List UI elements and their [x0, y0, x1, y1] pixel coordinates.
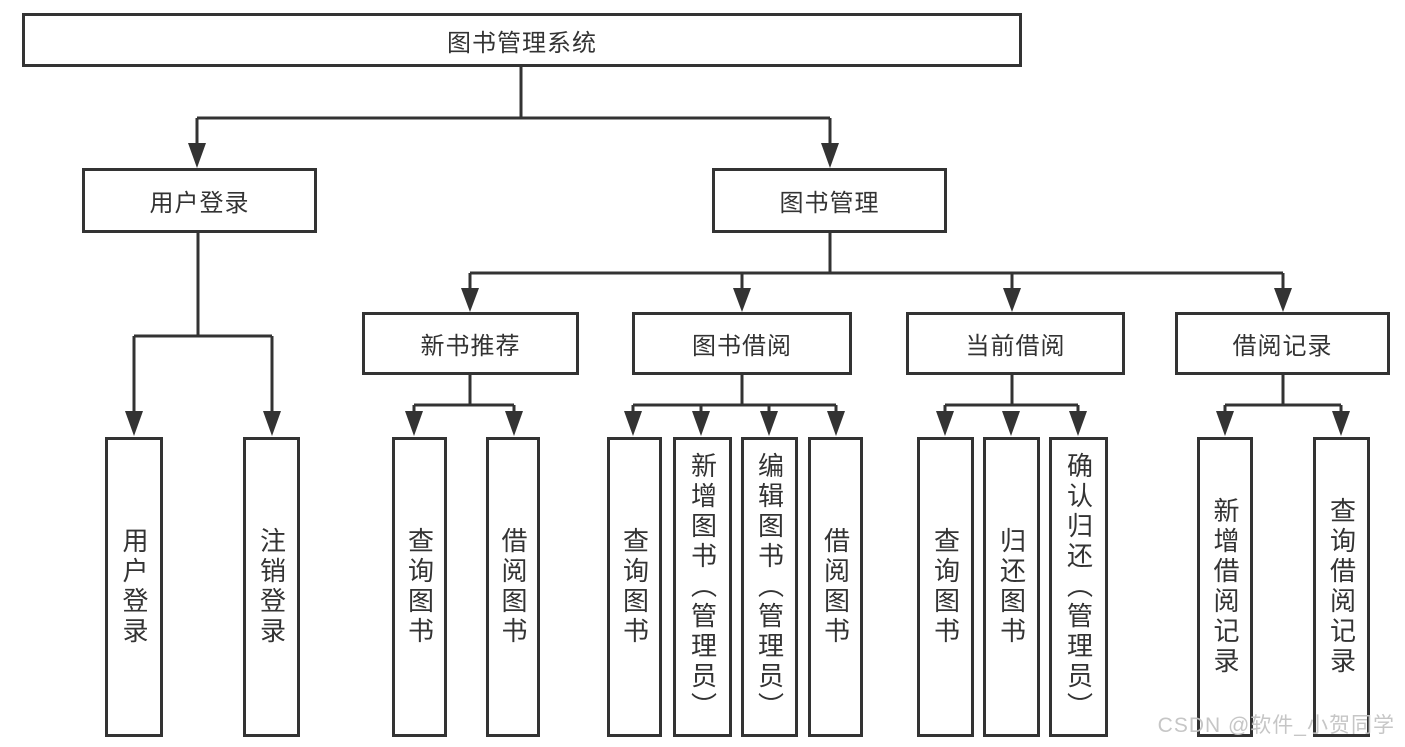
leaf-borrow-add-books-admin-label: 新增图书（管理员）: [687, 452, 718, 722]
leaf-newbooks-borrow-books: 借阅图书: [486, 437, 540, 737]
node-new-book-recommend-label: 新书推荐: [420, 333, 521, 360]
node-current-borrow: 当前借阅: [906, 312, 1125, 375]
leaf-newbooks-query-books-label: 查询图书: [404, 527, 435, 647]
node-book-management-label: 图书管理: [779, 190, 880, 217]
node-book-borrow: 图书借阅: [632, 312, 852, 375]
leaf-current-return-books-label: 归还图书: [996, 527, 1027, 647]
leaf-records-query-record: 查询借阅记录: [1313, 437, 1370, 737]
leaf-borrow-add-books-admin: 新增图书（管理员）: [673, 437, 732, 737]
node-user-login: 用户登录: [82, 168, 317, 233]
node-root-system: 图书管理系统: [22, 13, 1022, 67]
leaf-records-add-record: 新增借阅记录: [1197, 437, 1253, 737]
leaf-current-confirm-return-admin-label: 确认归还（管理员）: [1063, 452, 1094, 722]
leaf-borrow-edit-books-admin: 编辑图书（管理员）: [741, 437, 798, 737]
leaf-records-query-record-label: 查询借阅记录: [1326, 497, 1357, 677]
leaf-logout-label: 注销登录: [256, 527, 287, 647]
leaf-newbooks-query-books: 查询图书: [392, 437, 447, 737]
leaf-current-confirm-return-admin: 确认归还（管理员）: [1049, 437, 1108, 737]
leaf-logout: 注销登录: [243, 437, 300, 737]
leaf-user-login: 用户登录: [105, 437, 163, 737]
node-user-login-label: 用户登录: [149, 190, 250, 217]
leaf-borrow-query-books: 查询图书: [607, 437, 662, 737]
leaf-newbooks-borrow-books-label: 借阅图书: [498, 527, 528, 647]
node-borrow-records: 借阅记录: [1175, 312, 1390, 375]
leaf-borrow-borrow-books-label: 借阅图书: [820, 527, 851, 647]
leaf-current-query-books: 查询图书: [917, 437, 974, 737]
leaf-borrow-borrow-books: 借阅图书: [808, 437, 863, 737]
node-new-book-recommend: 新书推荐: [362, 312, 579, 375]
leaf-current-return-books: 归还图书: [983, 437, 1040, 737]
leaf-borrow-query-books-label: 查询图书: [619, 527, 650, 647]
node-root-system-label: 图书管理系统: [447, 29, 597, 57]
leaf-borrow-edit-books-admin-label: 编辑图书（管理员）: [754, 452, 785, 722]
leaf-records-add-record-label: 新增借阅记录: [1210, 497, 1240, 677]
leaf-user-login-label: 用户登录: [119, 527, 149, 647]
node-borrow-records-label: 借阅记录: [1232, 333, 1333, 360]
csdn-watermark: CSDN @软件_小贺同学: [1157, 714, 1395, 737]
node-book-borrow-label: 图书借阅: [692, 333, 792, 360]
leaf-current-query-books-label: 查询图书: [930, 527, 961, 647]
node-current-borrow-label: 当前借阅: [965, 333, 1066, 360]
node-book-management: 图书管理: [712, 168, 947, 233]
